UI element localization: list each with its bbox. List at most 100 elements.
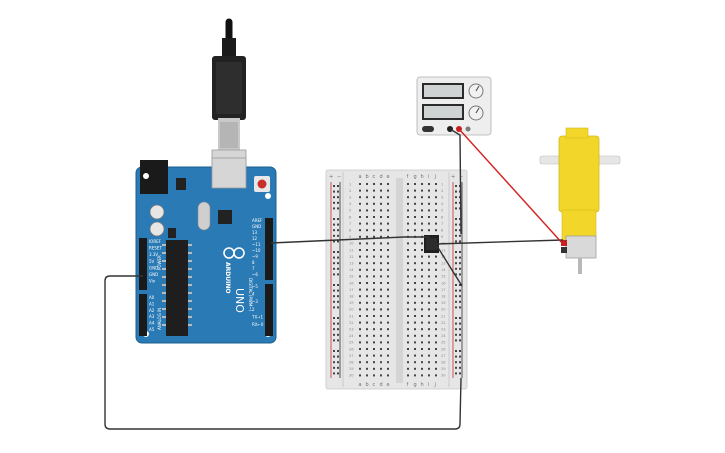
rail-minus-label: − [337,174,341,180]
wire-chip-to-gnd[interactable] [436,245,463,287]
motor-can [565,235,597,259]
digital-pin-label: 2 [252,307,255,312]
row-label: 21 [349,314,354,318]
power-header [139,238,147,290]
capacitor-icon [149,221,165,237]
digital-pin-label: ~9 [252,254,258,259]
digital-pin-label: 7 [252,266,255,271]
atmega-chip [166,240,188,336]
column-label: j [434,174,436,180]
analog-pin-label: A4 [149,321,155,326]
digital-pin-label: RX←0 [252,322,264,327]
row-label: 8 [441,229,444,233]
wire-chip-to-motor[interactable] [435,239,564,245]
row-label: 11 [441,248,446,252]
row-label: 16 [441,281,446,285]
column-label: c [373,382,376,388]
crystal-icon [197,201,211,231]
digital-pin-label: AREF [252,218,263,223]
wire-pin9-to-chip[interactable] [270,236,430,244]
row-label: 20 [441,308,446,312]
column-label: i [428,382,429,388]
analog-pin-label: A1 [149,301,155,306]
digital-pin-label: ~5 [252,284,258,289]
center-channel [396,178,403,383]
dc-gear-motor[interactable] [539,127,621,274]
usb-port [211,157,247,189]
column-label: d [380,174,383,180]
breadboard-holes [333,183,461,377]
current-knob-icon[interactable] [468,105,484,121]
digital-pin-label: ~11 [252,242,261,247]
motor-terminal-minus[interactable] [561,247,567,253]
dc-power-supply[interactable] [416,76,492,136]
row-label: 17 [349,288,354,292]
wire-psu-minus-to-rail[interactable] [449,128,462,235]
power-pin-label: RESET [149,246,162,251]
analog-header [139,294,147,336]
power-pin-label: GND [149,265,158,270]
ic-chip[interactable] [424,235,439,253]
row-label: 4 [441,202,444,206]
row-label: 30 [349,374,354,378]
row-label: 7 [349,222,351,226]
row-label: 21 [441,314,446,318]
row-label: 15 [441,275,446,279]
arduino-model-label: UNO [233,288,246,313]
wire-psu-plus-to-motor[interactable] [458,128,564,245]
row-label: 26 [349,347,354,351]
digital-pin-label: 4 [252,292,255,297]
column-label: f [407,174,409,180]
voltage-knob-icon[interactable] [468,83,484,99]
column-label: h [421,382,424,388]
column-label: e [387,382,390,388]
row-label: 8 [349,229,352,233]
arduino-uno-board[interactable]: ARDUINO UNO POWER ANALOG IN DIGITAL (PWM… [135,157,277,344]
digital-pin-label: 12 [252,236,258,241]
digital-pin-label: GND [252,224,261,229]
row-label: 2 [349,189,351,193]
power-switch[interactable] [422,126,434,132]
column-label: e [387,174,390,180]
digital-pin-label: ~3 [252,299,258,304]
analog-pin-label: A2 [149,308,155,313]
row-label: 14 [441,268,446,272]
power-pin-label: 3.3V [149,252,158,257]
row-label: 22 [441,321,446,325]
row-label: 6 [349,215,352,219]
row-label: 29 [441,367,446,371]
column-label: g [414,174,417,180]
column-label: j [434,382,436,388]
row-label: 29 [349,367,354,371]
row-label: 16 [349,281,354,285]
digital-pin-label: 13 [252,230,258,235]
row-label: 14 [349,268,354,272]
column-label: d [380,382,383,388]
analog-pin-label: A0 [149,295,155,300]
row-label: 10 [349,242,354,246]
power-pin-label: Vin [149,279,156,284]
row-label: 9 [441,235,444,239]
column-label: i [428,174,429,180]
motor-terminal-plus[interactable] [561,240,567,246]
row-label: 5 [349,209,351,213]
row-label: 12 [349,255,354,259]
row-label: 11 [349,248,354,252]
column-label: h [421,174,424,180]
row-label: 27 [441,354,446,358]
row-label: 23 [441,328,446,332]
row-label: 3 [441,196,443,200]
digital-pin-label: 8 [252,260,255,265]
wire-gnd-loop[interactable] [104,275,462,430]
capacitor-icon [149,204,165,220]
column-label: b [366,382,369,388]
row-label: 6 [441,215,444,219]
row-label: 9 [349,235,352,239]
wires [104,128,564,430]
row-label: 19 [441,301,446,305]
row-label: 5 [441,209,443,213]
